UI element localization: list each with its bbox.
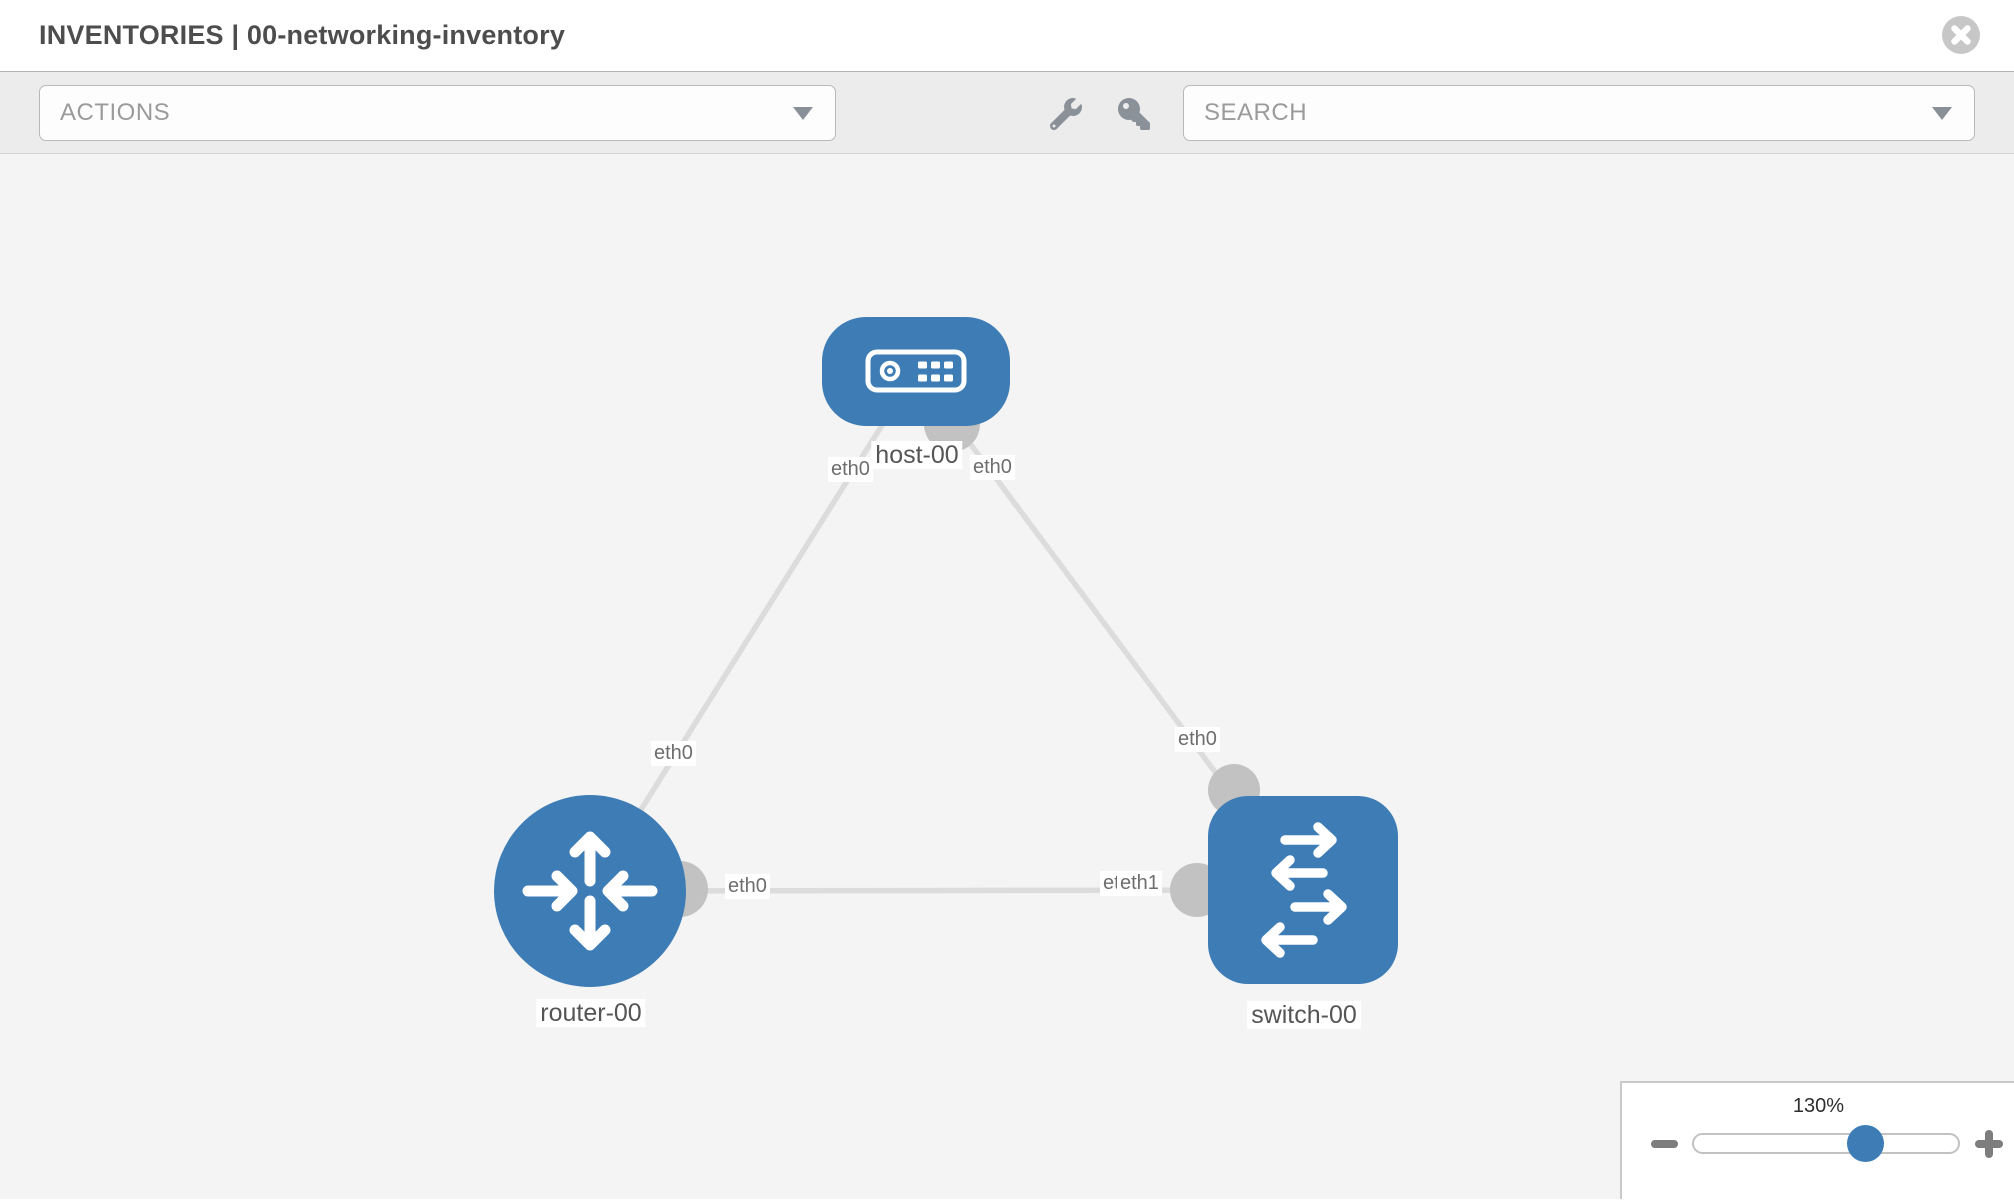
zoom-slider-track[interactable]	[1692, 1133, 1960, 1154]
close-icon[interactable]	[1941, 15, 1981, 55]
header: INVENTORIES | 00-networking-inventory	[0, 0, 2014, 72]
if-label-router-eth0-right: eth0	[725, 874, 770, 899]
node-label-switch: switch-00	[1247, 1001, 1361, 1029]
node-label-host: host-00	[871, 441, 963, 469]
chevron-down-icon	[793, 106, 813, 120]
search-dropdown[interactable]	[1183, 85, 1975, 141]
if-label-switch-eth0-top: eth0	[1175, 727, 1220, 752]
actions-dropdown[interactable]: ACTIONS	[39, 85, 836, 141]
zoom-slider-thumb[interactable]	[1847, 1125, 1884, 1162]
node-router-00[interactable]	[494, 795, 686, 987]
switch-icon	[1261, 822, 1347, 958]
topology-graph	[494, 317, 1398, 987]
node-switch-00[interactable]	[1208, 796, 1398, 984]
zoom-level: 130%	[1792, 1095, 1845, 1117]
zoom-out-button[interactable]	[1651, 1140, 1678, 1148]
if-label-host-eth0-left: eth0	[828, 457, 873, 482]
node-label-router: router-00	[536, 999, 646, 1027]
zoom-in-button[interactable]	[1975, 1130, 2003, 1158]
topology-canvas[interactable]: host-00 router-00 switch-00 eth0 eth0 et…	[0, 154, 2014, 1199]
chevron-down-icon	[1932, 106, 1952, 120]
node-host-00[interactable]	[822, 317, 1010, 426]
host-icon	[865, 349, 967, 393]
zoom-panel: 130%	[1620, 1081, 2014, 1199]
if-label-router-eth0-top: eth0	[651, 741, 696, 766]
search-input[interactable]	[1204, 99, 1932, 127]
if-label-host-eth0-right: eth0	[970, 455, 1015, 480]
if-label-switch-eth1-left: eth1	[1117, 871, 1162, 896]
actions-dropdown-label: ACTIONS	[60, 99, 171, 126]
router-icon	[522, 831, 658, 951]
wrench-icon[interactable]	[1050, 98, 1082, 130]
page-title: INVENTORIES | 00-networking-inventory	[39, 20, 566, 50]
key-icon[interactable]	[1118, 98, 1150, 130]
toolbar: ACTIONS	[0, 72, 2014, 154]
